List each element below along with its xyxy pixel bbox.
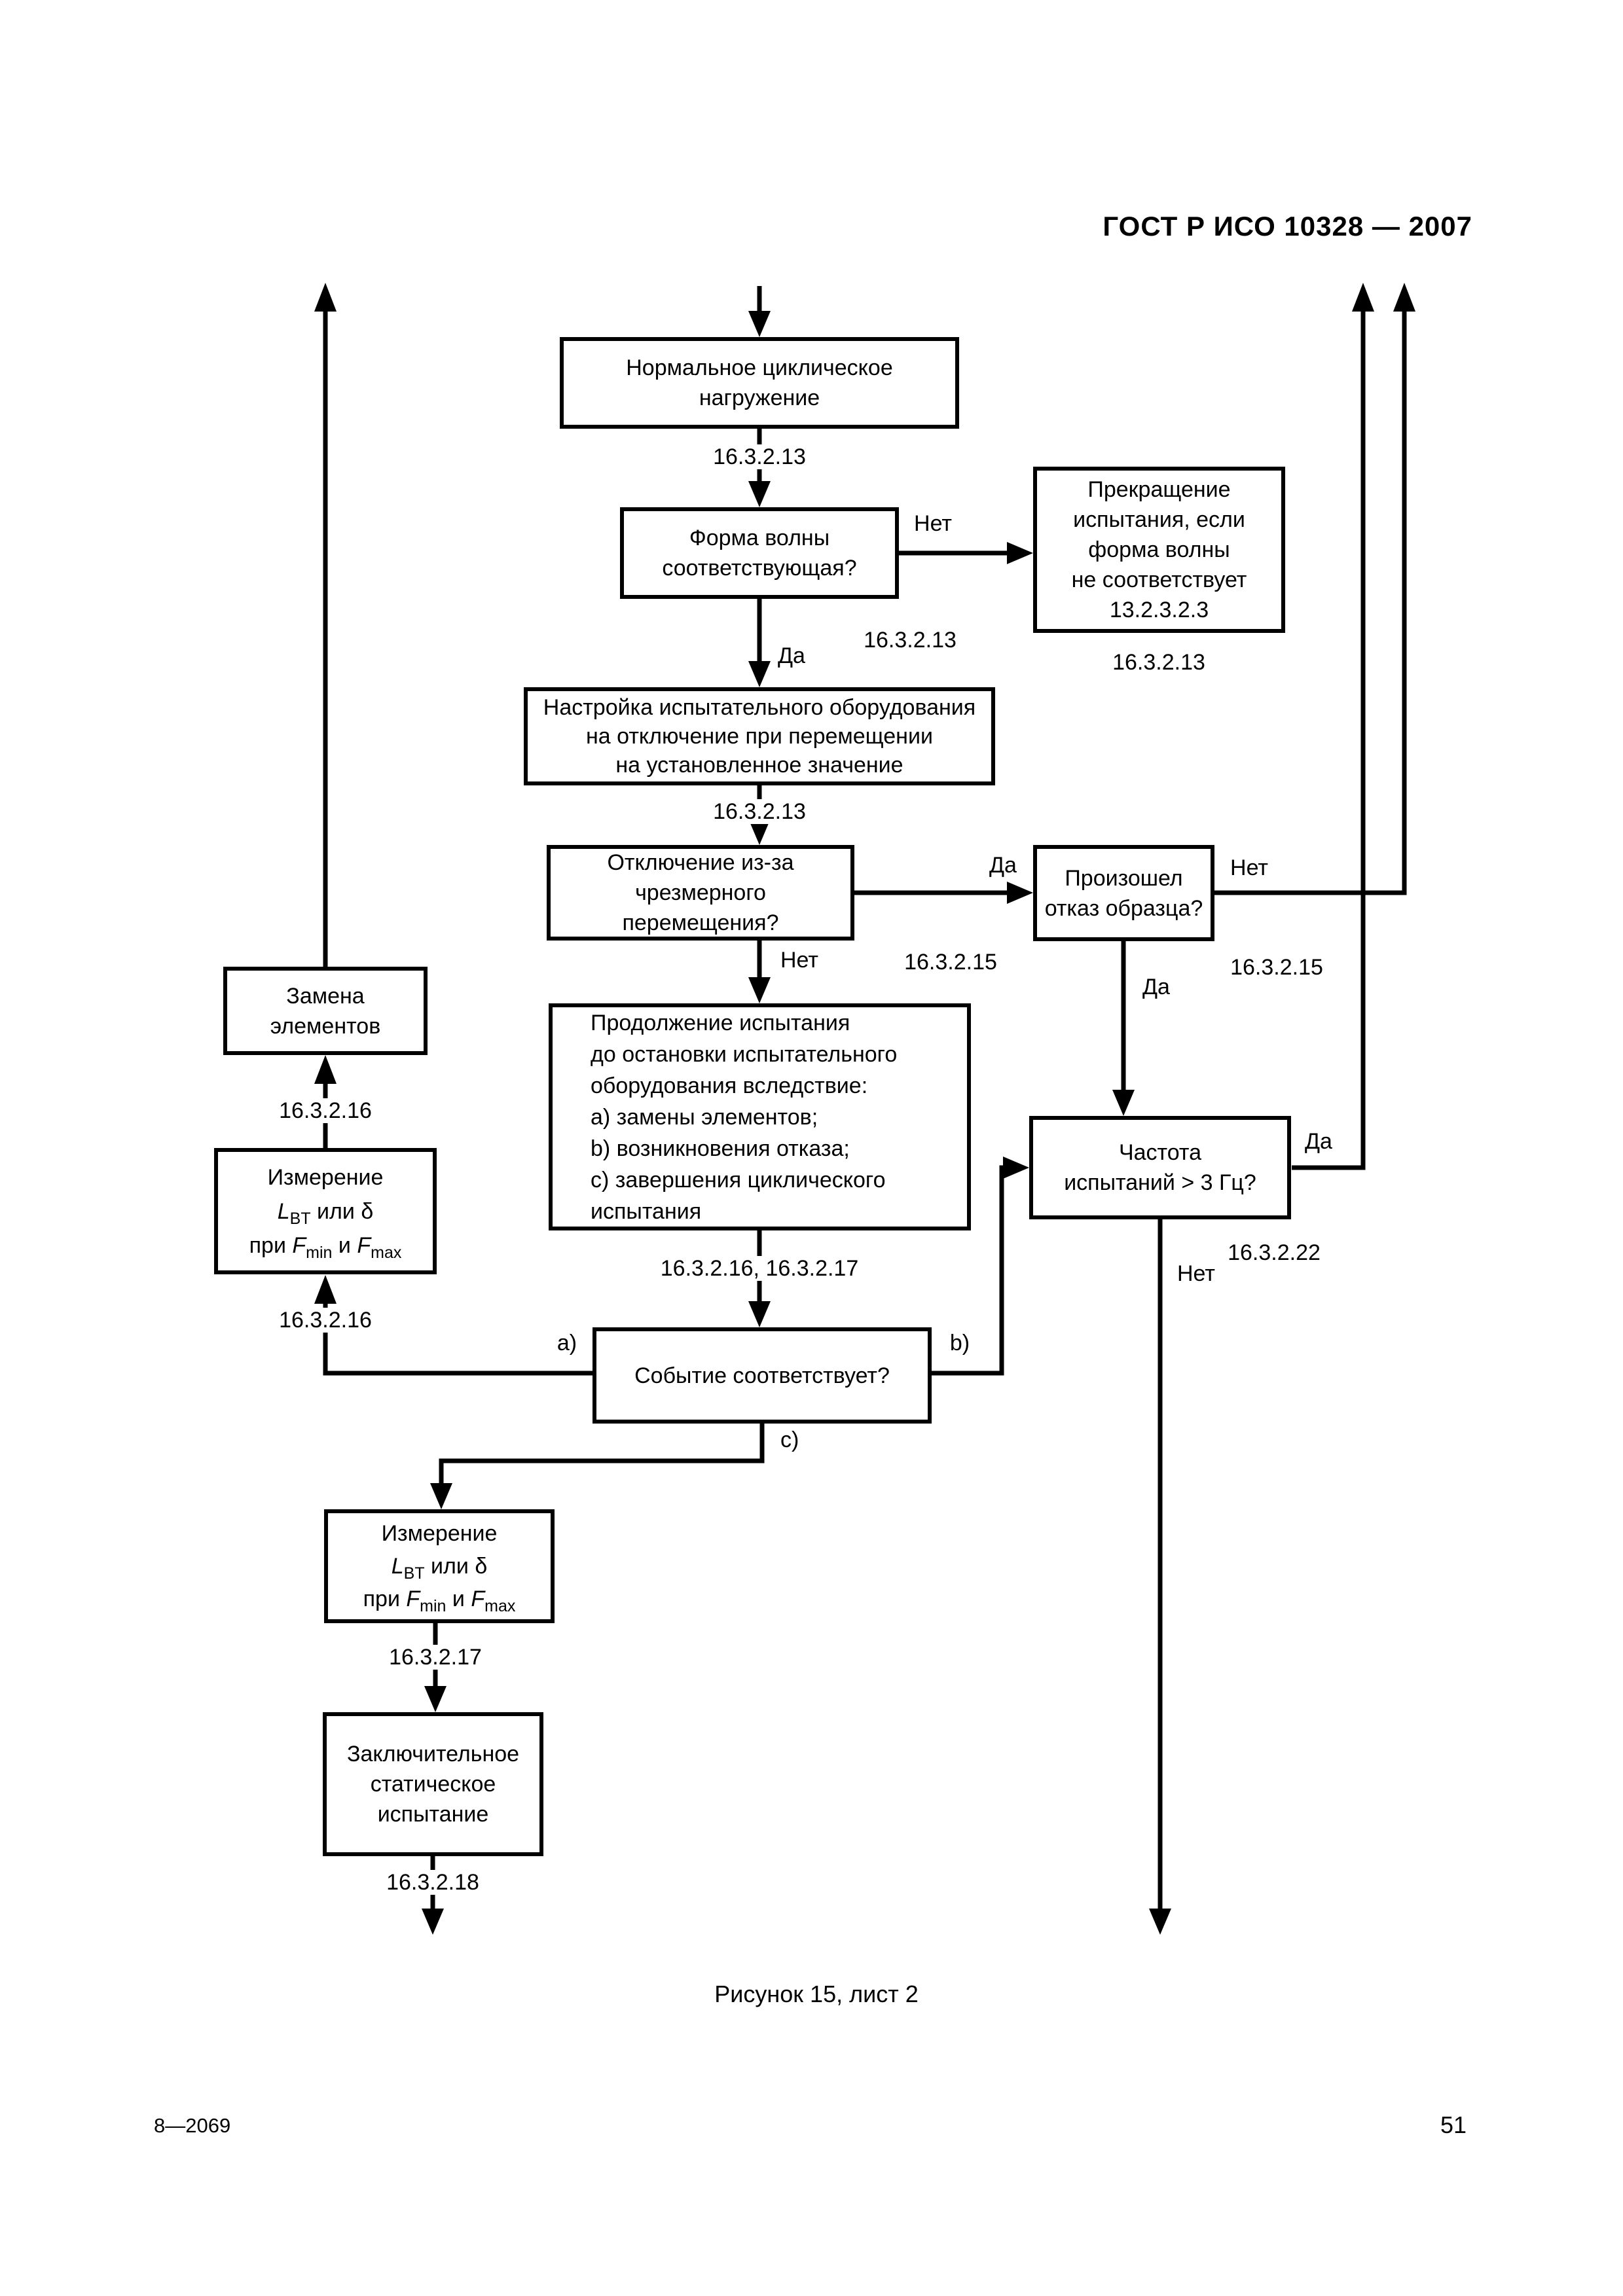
connector-event-b [932,1157,1029,1376]
measurement-forces: при Fmin и Fmax [249,1232,402,1262]
ref-label-16-3-2-13-3: 16.3.2.13 [1112,650,1205,675]
branch-label-yes-frequency: Да [1305,1129,1332,1154]
connector-event-c [430,1424,765,1509]
ref-label-16-3-2-22: 16.3.2.22 [1228,1240,1321,1265]
flow-box-continue-test: Продолжение испытания до остановки испыт… [549,1003,971,1230]
ref-label-16-3-2-13-1: 16.3.2.13 [706,444,812,469]
flow-box-measurement-1: Измерение LBT или δ при Fmin и Fmax [214,1148,437,1274]
branch-label-yes-waveform: Да [778,643,805,668]
branch-label-yes-failure: Да [1142,975,1170,999]
connector-entry [748,286,771,337]
branch-label-no-failure: Нет [1230,855,1268,880]
flow-box-shutdown-displacement-question: Отключение из-за чрезмерного перемещения… [547,845,854,941]
page-number: 51 [1440,2111,1467,2138]
measurement-forces: при Fmin и Fmax [363,1587,516,1615]
connector-waveform-yes [748,599,771,687]
branch-label-c: c) [780,1427,799,1452]
footer-print-code: 8—2069 [154,2114,231,2137]
branch-label-no-frequency: Нет [1177,1261,1215,1286]
ref-label-16-3-2-13-4: 16.3.2.13 [706,799,812,824]
flow-box-normal-cyclic-loading: Нормальное циклическое нагружение [560,337,959,429]
flow-box-event-question: Событие соответствует? [593,1327,932,1424]
page-header: ГОСТ Р ИСО 10328 — 2007 [1103,211,1472,242]
flow-box-measurement-2: Измерение LBT или δ при Fmin и Fmax [324,1509,555,1623]
ref-label-16-3-2-13-2: 16.3.2.13 [864,628,957,653]
flow-box-replace-elements: Замена элементов [223,967,428,1055]
connector-replace-up [314,283,337,967]
connector-frequency-no-down [1149,1219,1171,1935]
ref-label-16-3-2-16-1: 16.3.2.16 [272,1098,378,1123]
ref-label-16-3-2-15-1: 16.3.2.15 [904,950,997,975]
connector-shutdown-no [748,941,771,1003]
measurement-variables: LBT или δ [391,1554,488,1583]
flow-box-final-static-test: Заключительное статическое испытание [323,1712,543,1856]
branch-label-yes-shutdown: Да [989,853,1017,878]
measurement-variables: LBT или δ [277,1198,374,1228]
ref-label-16-3-2-16-2: 16.3.2.16 [272,1308,378,1333]
connector-final-exit [422,1856,444,1935]
measurement-title: Измерение [381,1521,498,1546]
connector-failure-yes [1112,941,1135,1116]
ref-label-16-3-2-15-2: 16.3.2.15 [1230,955,1323,980]
measurement-title: Измерение [267,1164,384,1190]
flow-box-waveform-question: Форма волны соответствующая? [620,507,899,599]
connector-waveform-no [899,542,1033,564]
branch-label-a: a) [556,1331,577,1355]
ref-label-16-3-2-17: 16.3.2.17 [382,1645,488,1670]
ref-label-16-3-2-18: 16.3.2.18 [380,1870,486,1895]
branch-label-b: b) [949,1331,970,1355]
ref-label-16-3-2-16-17: 16.3.2.16, 16.3.2.17 [653,1256,866,1281]
branch-label-no-shutdown: Нет [780,948,818,973]
connector-shutdown-yes [854,882,1033,904]
flow-box-specimen-failure-question: Произошел отказ образца? [1033,845,1214,941]
flow-box-setup-equipment: Настройка испытательного оборудования на… [524,687,995,785]
connector-frequency-yes-up [1292,283,1374,1170]
figure-caption: Рисунок 15, лист 2 [714,1981,919,2007]
branch-label-no-waveform: Нет [914,511,952,536]
flow-box-stop-test: Прекращение испытания, если форма волны … [1033,467,1285,633]
flow-box-frequency-question: Частота испытаний > 3 Гц? [1029,1116,1291,1219]
connector-failure-no-up [1214,283,1415,895]
